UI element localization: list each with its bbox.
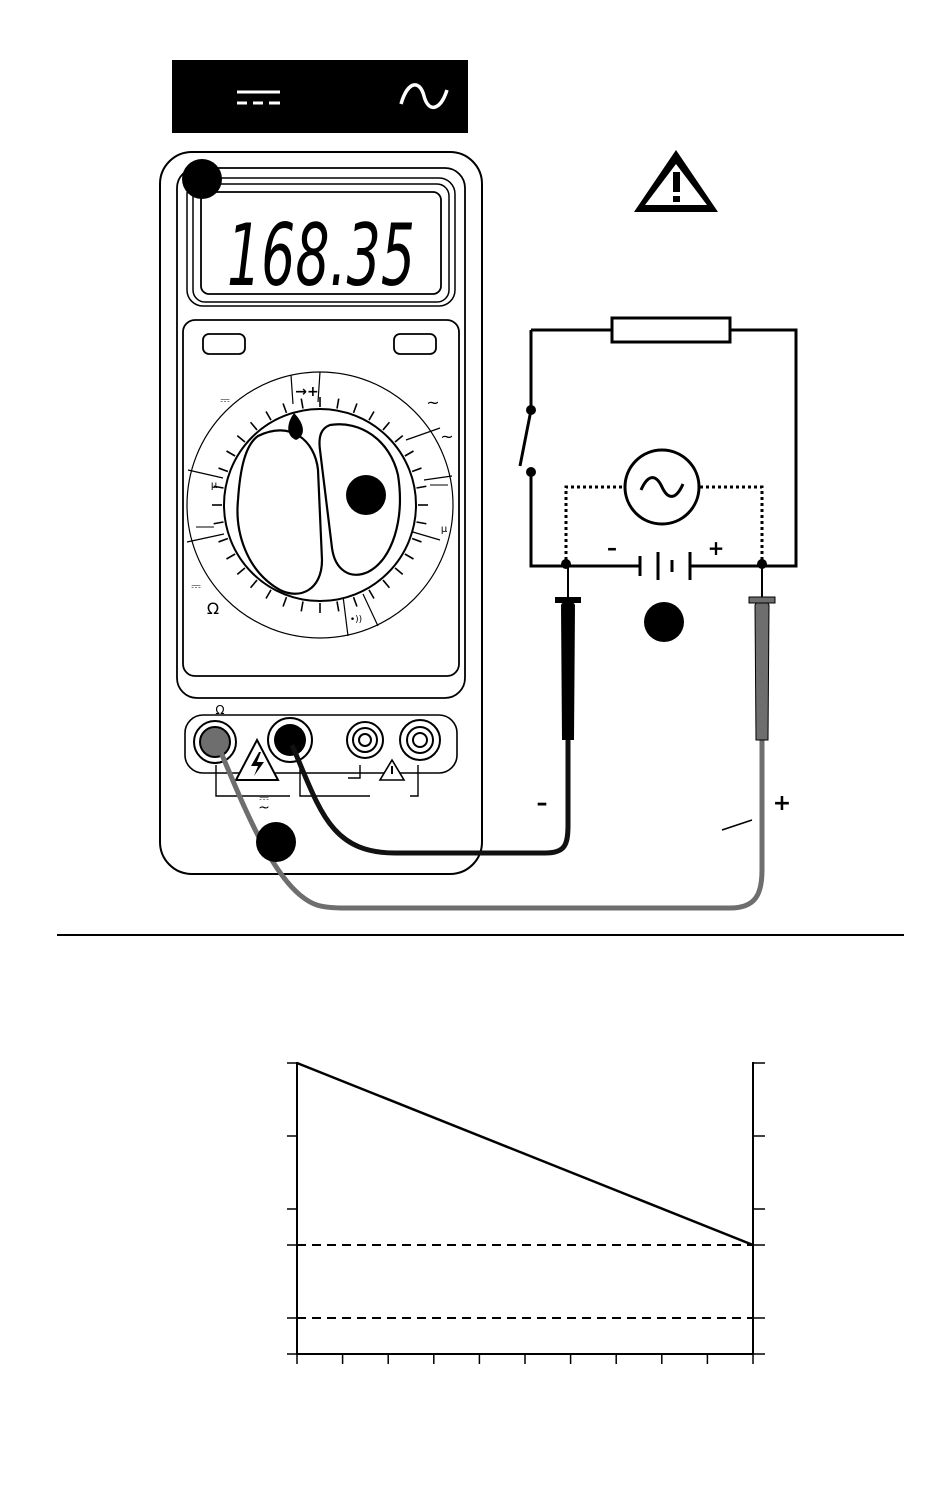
lead-marker bbox=[722, 820, 752, 830]
callout-dot-display bbox=[182, 159, 222, 199]
dial-label-continuity: •)) bbox=[350, 615, 362, 625]
right-soft-button[interactable] bbox=[394, 334, 436, 354]
callout-dot-circuit bbox=[644, 602, 684, 642]
lead-minus-label: – bbox=[537, 791, 548, 816]
callout-dot-leads bbox=[256, 822, 296, 862]
jack-volt-ohm[interactable] bbox=[194, 721, 236, 763]
ac-source-icon bbox=[625, 450, 699, 524]
circuit: – + bbox=[520, 318, 796, 642]
dial-label-micro-left: μ bbox=[211, 480, 218, 491]
jack-ma[interactable] bbox=[347, 722, 383, 758]
dial-label-ohm: Ω bbox=[207, 599, 219, 618]
decay-graph bbox=[287, 1062, 765, 1364]
rotary-dial[interactable]: →+ ⎓ ~ ~ μ μ ⎓ Ω •)) bbox=[187, 372, 454, 638]
dial-label-ac-2: ~ bbox=[440, 427, 453, 446]
dial-label-diode: →+ bbox=[295, 384, 318, 400]
dial-label-micro-right: μ bbox=[441, 524, 448, 535]
dial-label-dc-top: ⎓ bbox=[220, 393, 230, 407]
jack-a[interactable] bbox=[400, 720, 440, 760]
multimeter: 168.35 →+ ⎓ bbox=[160, 152, 482, 874]
resistor bbox=[612, 318, 730, 342]
dial-label-dc-bottom: ⎓ bbox=[191, 579, 201, 593]
dial-label-ac-1: ~ bbox=[426, 393, 439, 412]
jack-label-ohm: Ω bbox=[215, 703, 224, 717]
battery-minus-label: – bbox=[607, 536, 617, 560]
switch bbox=[520, 405, 536, 477]
battery-icon bbox=[640, 552, 690, 580]
battery-plus-label: + bbox=[708, 536, 725, 560]
left-soft-button[interactable] bbox=[203, 334, 245, 354]
jack-com[interactable] bbox=[268, 718, 312, 762]
black-probe bbox=[555, 566, 581, 740]
warning-triangle-icon bbox=[634, 150, 718, 212]
graph-decay-line bbox=[297, 1063, 753, 1245]
dc-ac-header-bar bbox=[172, 60, 468, 133]
lcd-reading: 168.35 bbox=[227, 206, 415, 306]
jack-label-ac: ~ bbox=[258, 800, 270, 816]
red-probe bbox=[749, 566, 775, 740]
lead-plus-label: + bbox=[773, 791, 791, 816]
callout-dot-dial bbox=[346, 475, 386, 515]
